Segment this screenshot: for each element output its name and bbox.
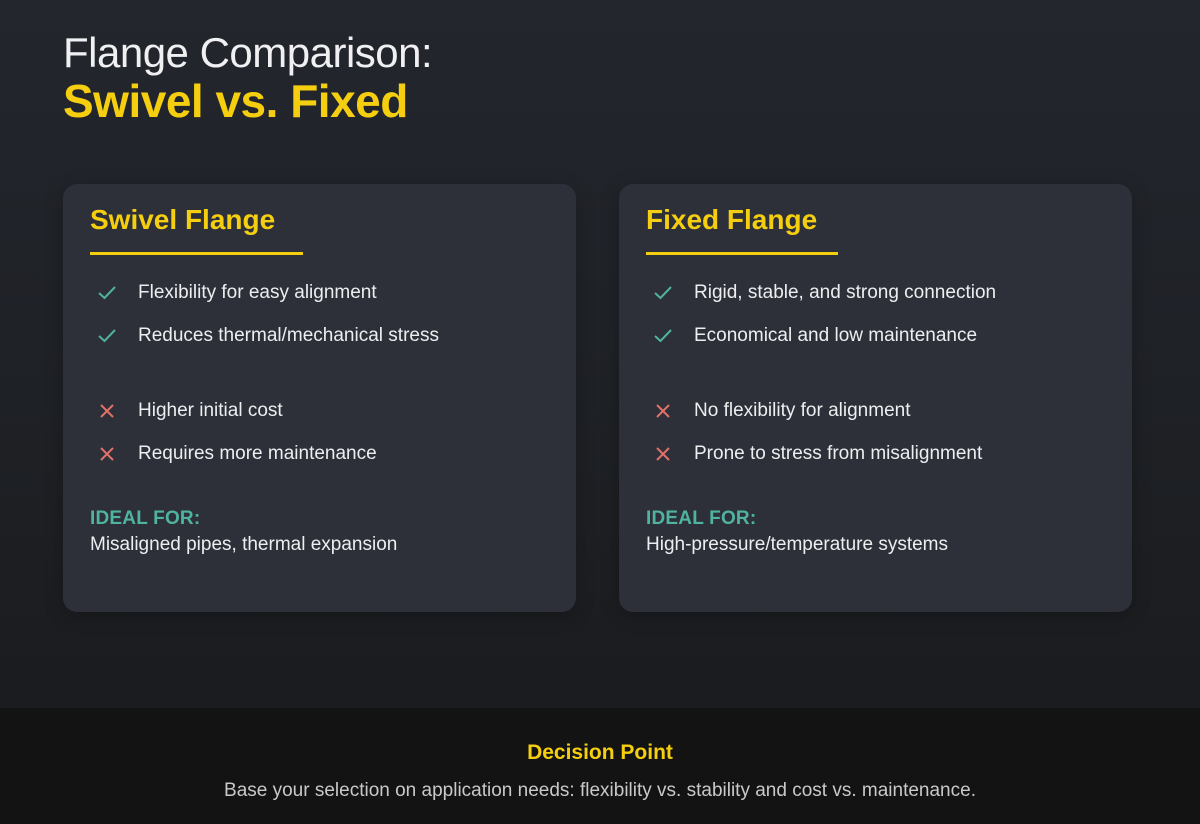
decision-footer: Decision Point Base your selection on ap… bbox=[0, 708, 1200, 824]
pro-item: Rigid, stable, and strong connection bbox=[653, 282, 996, 304]
con-item: Prone to stress from misalignment bbox=[653, 443, 982, 465]
page-header: Flange Comparison: Swivel vs. Fixed bbox=[63, 29, 433, 127]
pro-item: Economical and low maintenance bbox=[653, 325, 977, 347]
fixed-flange-card: Fixed Flange Rigid, stable, and strong c… bbox=[619, 184, 1132, 612]
footer-title: Decision Point bbox=[527, 741, 673, 764]
check-icon bbox=[97, 283, 117, 303]
cross-icon bbox=[653, 401, 673, 421]
title-underline bbox=[90, 252, 303, 255]
card-title: Fixed Flange bbox=[646, 204, 818, 235]
cross-icon bbox=[97, 401, 117, 421]
cross-icon bbox=[653, 444, 673, 464]
pro-text: Economical and low maintenance bbox=[694, 325, 978, 346]
check-icon bbox=[97, 326, 117, 346]
pro-item: Reduces thermal/mechanical stress bbox=[97, 325, 439, 347]
pro-item: Flexibility for easy alignment bbox=[97, 282, 377, 304]
ideal-for-text: High-pressure/temperature systems bbox=[646, 534, 948, 555]
con-item: Requires more maintenance bbox=[97, 443, 377, 465]
page-title: Flange Comparison: bbox=[63, 29, 433, 76]
footer-text: Base your selection on application needs… bbox=[224, 780, 976, 801]
page-subtitle: Swivel vs. Fixed bbox=[63, 75, 408, 127]
pro-text: Reduces thermal/mechanical stress bbox=[138, 325, 439, 346]
con-text: Higher initial cost bbox=[138, 400, 283, 421]
check-icon bbox=[653, 283, 673, 303]
con-text: Requires more maintenance bbox=[138, 443, 377, 464]
ideal-for-label: IDEAL FOR: bbox=[90, 508, 201, 529]
pro-text: Rigid, stable, and strong connection bbox=[694, 282, 997, 303]
swivel-flange-card: Swivel Flange Flexibility for easy align… bbox=[63, 184, 576, 612]
con-text: Prone to stress from misalignment bbox=[694, 443, 983, 464]
con-item: Higher initial cost bbox=[97, 400, 283, 422]
ideal-for-label: IDEAL FOR: bbox=[646, 508, 757, 529]
card-title: Swivel Flange bbox=[90, 204, 276, 235]
con-text: No flexibility for alignment bbox=[694, 400, 911, 421]
con-item: No flexibility for alignment bbox=[653, 400, 910, 422]
comparison-cards: Swivel Flange Flexibility for easy align… bbox=[63, 184, 1132, 612]
pro-text: Flexibility for easy alignment bbox=[138, 282, 377, 303]
cross-icon bbox=[97, 444, 117, 464]
ideal-for-text: Misaligned pipes, thermal expansion bbox=[90, 534, 398, 555]
check-icon bbox=[653, 326, 673, 346]
title-underline bbox=[646, 252, 838, 255]
